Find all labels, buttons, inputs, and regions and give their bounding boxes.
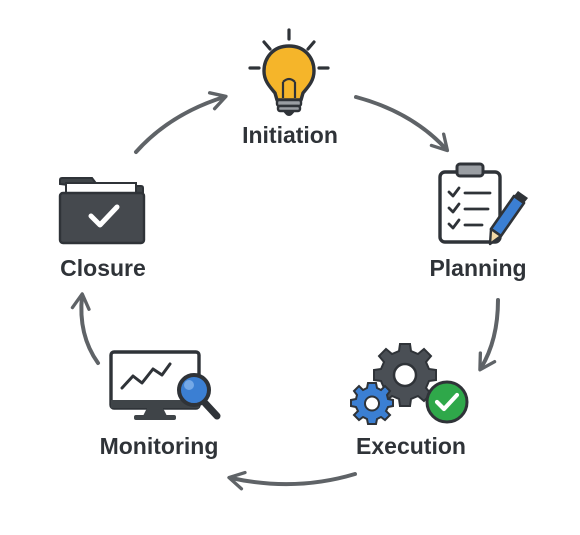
stage-planning: Planning xyxy=(429,162,528,281)
stage-monitoring: Monitoring xyxy=(100,350,221,459)
stage-label-closure: Closure xyxy=(60,255,146,281)
stage-closure: Closure xyxy=(58,177,146,281)
stage-label-initiation: Initiation xyxy=(242,122,338,148)
clipboard-checklist-icon xyxy=(438,162,502,244)
folder-check-icon xyxy=(58,177,146,245)
stage-label-planning: Planning xyxy=(429,255,526,281)
stage-initiation: Initiation xyxy=(242,28,338,148)
stage-label-execution: Execution xyxy=(356,433,466,459)
gears-check-icon xyxy=(350,343,469,425)
lightbulb-icon xyxy=(248,28,330,116)
arrow-planning-to-execution xyxy=(478,298,500,372)
magnifier-icon xyxy=(177,373,221,420)
arrow-execution-to-monitoring xyxy=(227,470,357,491)
pencil-icon xyxy=(488,191,528,246)
stage-execution: Execution xyxy=(350,343,469,459)
stage-label-monitoring: Monitoring xyxy=(100,433,219,459)
small-gear-icon xyxy=(350,382,394,425)
arrow-monitoring-to-closure xyxy=(70,292,100,365)
arrow-initiation-to-planning xyxy=(354,95,450,153)
check-badge-icon xyxy=(425,380,469,424)
flow-arrows xyxy=(70,91,500,491)
arrow-closure-to-initiation xyxy=(134,91,228,154)
monitor-magnifier-icon xyxy=(109,350,221,420)
